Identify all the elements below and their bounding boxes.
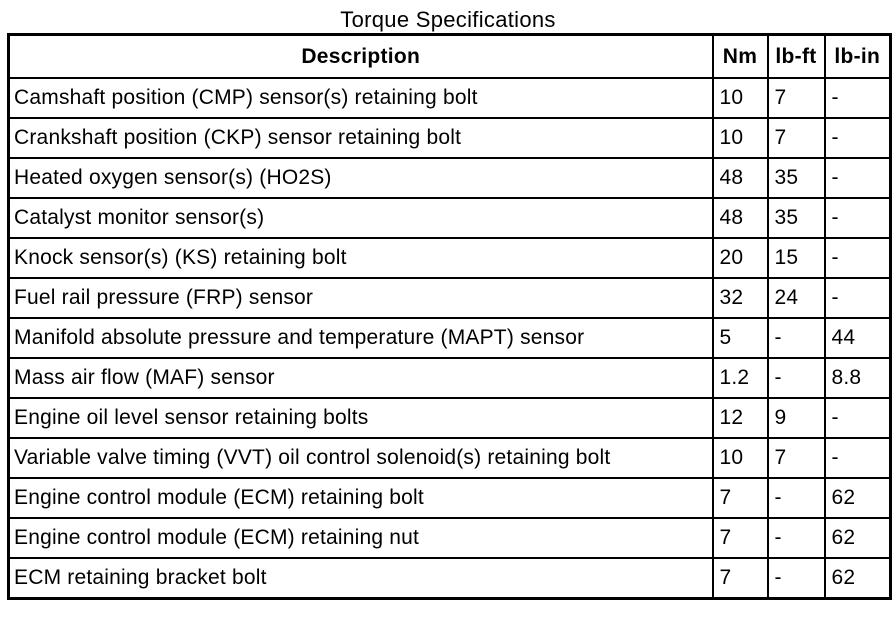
table-row: Camshaft position (CMP) sensor(s) retain… [7, 77, 892, 119]
cell-nm: 48 [711, 157, 769, 199]
cell-description: ECM retaining bracket bolt [7, 557, 714, 600]
cell-lb-in: - [823, 437, 892, 479]
column-header-lb-in: lb-in [823, 33, 892, 79]
cell-description: Camshaft position (CMP) sensor(s) retain… [7, 77, 714, 119]
cell-description: Fuel rail pressure (FRP) sensor [7, 277, 714, 319]
cell-description: Engine oil level sensor retaining bolts [7, 397, 714, 439]
cell-description: Engine control module (ECM) retaining bo… [7, 477, 714, 519]
cell-nm: 20 [711, 237, 769, 279]
cell-description: Crankshaft position (CKP) sensor retaini… [7, 117, 714, 159]
cell-lb-in: - [823, 397, 892, 439]
cell-lb-ft: 7 [766, 117, 826, 159]
cell-description: Knock sensor(s) (KS) retaining bolt [7, 237, 714, 279]
cell-lb-in: - [823, 277, 892, 319]
cell-description: Variable valve timing (VVT) oil control … [7, 437, 714, 479]
cell-lb-in: 8.8 [823, 357, 892, 399]
cell-nm: 10 [711, 437, 769, 479]
cell-nm: 32 [711, 277, 769, 319]
cell-lb-in: - [823, 77, 892, 119]
cell-lb-ft: 9 [766, 397, 826, 439]
cell-lb-ft: 7 [766, 437, 826, 479]
table-row: Engine control module (ECM) retaining bo… [7, 477, 892, 519]
cell-nm: 7 [711, 517, 769, 559]
column-header-description: Description [7, 33, 714, 79]
table-body: Camshaft position (CMP) sensor(s) retain… [7, 77, 892, 600]
cell-nm: 5 [711, 317, 769, 359]
cell-description: Catalyst monitor sensor(s) [7, 197, 714, 239]
cell-lb-in: 62 [823, 477, 892, 519]
cell-nm: 10 [711, 117, 769, 159]
table-row: Variable valve timing (VVT) oil control … [7, 437, 892, 479]
cell-nm: 48 [711, 197, 769, 239]
table-row: Engine control module (ECM) retaining nu… [7, 517, 892, 559]
cell-lb-in: - [823, 117, 892, 159]
cell-description: Mass air flow (MAF) sensor [7, 357, 714, 399]
cell-lb-ft: 35 [766, 157, 826, 199]
cell-nm: 1.2 [711, 357, 769, 399]
cell-lb-in: - [823, 197, 892, 239]
cell-description: Manifold absolute pressure and temperatu… [7, 317, 714, 359]
page-title: Torque Specifications [340, 7, 556, 32]
torque-specifications-table: Description Nm lb-ft lb-in Camshaft posi… [7, 33, 892, 600]
cell-lb-ft: 7 [766, 77, 826, 119]
cell-lb-ft: 35 [766, 197, 826, 239]
column-header-nm: Nm [711, 33, 769, 79]
cell-lb-ft: - [766, 357, 826, 399]
table-row: Manifold absolute pressure and temperatu… [7, 317, 892, 359]
cell-nm: 7 [711, 477, 769, 519]
cell-lb-in: 62 [823, 517, 892, 559]
cell-lb-ft: - [766, 477, 826, 519]
cell-lb-ft: 15 [766, 237, 826, 279]
cell-description: Heated oxygen sensor(s) (HO2S) [7, 157, 714, 199]
cell-nm: 10 [711, 77, 769, 119]
cell-lb-ft: 24 [766, 277, 826, 319]
cell-lb-in: 62 [823, 557, 892, 600]
cell-nm: 12 [711, 397, 769, 439]
cell-description: Engine control module (ECM) retaining nu… [7, 517, 714, 559]
cell-lb-ft: - [766, 557, 826, 600]
cell-lb-in: - [823, 157, 892, 199]
table-header-row: Description Nm lb-ft lb-in [7, 33, 892, 79]
column-header-lb-ft: lb-ft [766, 33, 826, 79]
table-row: Crankshaft position (CKP) sensor retaini… [7, 117, 892, 159]
cell-lb-in: - [823, 237, 892, 279]
cell-lb-ft: - [766, 317, 826, 359]
cell-lb-in: 44 [823, 317, 892, 359]
cell-lb-ft: - [766, 517, 826, 559]
cell-nm: 7 [711, 557, 769, 600]
